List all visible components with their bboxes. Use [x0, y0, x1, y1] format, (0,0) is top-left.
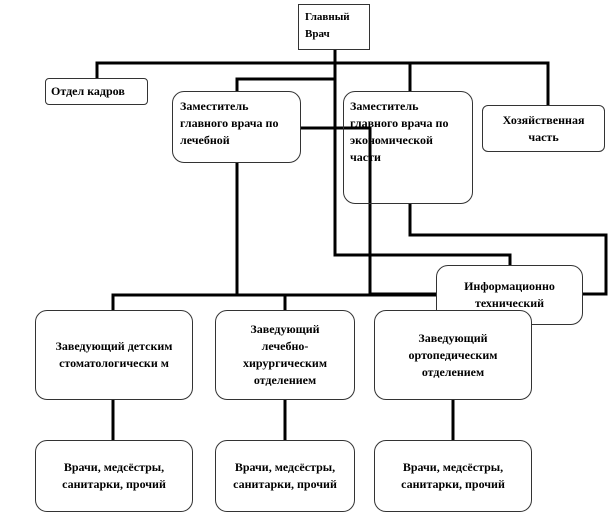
deputy-economic-label: Заместитель главного врача по экономичес… — [350, 99, 449, 164]
head-dept-1: Заведующий детским стоматологически м — [35, 310, 193, 400]
staff-box-3: Врачи, медсёстры, санитарки, прочий — [374, 440, 532, 512]
household-box: Хозяйственная часть — [482, 105, 605, 152]
head-label: Заведующий детским стоматологически м — [55, 339, 173, 370]
hr-box: Отдел кадров — [45, 78, 148, 105]
head-label: Заведующий лечебно-хирургическим отделен… — [242, 322, 328, 387]
chief-doctor-box: Главный Врач — [298, 4, 370, 50]
head-dept-2: Заведующий лечебно-хирургическим отделен… — [215, 310, 355, 400]
deputy-medical-box: Заместитель главного врача по лечебной — [172, 91, 301, 163]
chief-label: Главный Врач — [305, 11, 350, 40]
household-label: Хозяйственная часть — [502, 112, 585, 144]
head-dept-3: Заведующий ортопедическим отделением — [374, 310, 532, 400]
staff-label: Врачи, медсёстры, санитарки, прочий — [233, 460, 337, 491]
hr-label: Отдел кадров — [51, 84, 125, 98]
staff-box-2: Врачи, медсёстры, санитарки, прочий — [215, 440, 355, 512]
head-label: Заведующий ортопедическим отделением — [408, 330, 498, 379]
it-label: Информационно технический — [464, 279, 555, 310]
deputy-medical-label: Заместитель главного врача по лечебной — [180, 99, 279, 147]
staff-label: Врачи, медсёстры, санитарки, прочий — [401, 460, 505, 491]
staff-box-1: Врачи, медсёстры, санитарки, прочий — [35, 440, 193, 512]
deputy-economic-box: Заместитель главного врача по экономичес… — [343, 91, 473, 204]
staff-label: Врачи, медсёстры, санитарки, прочий — [62, 460, 166, 491]
